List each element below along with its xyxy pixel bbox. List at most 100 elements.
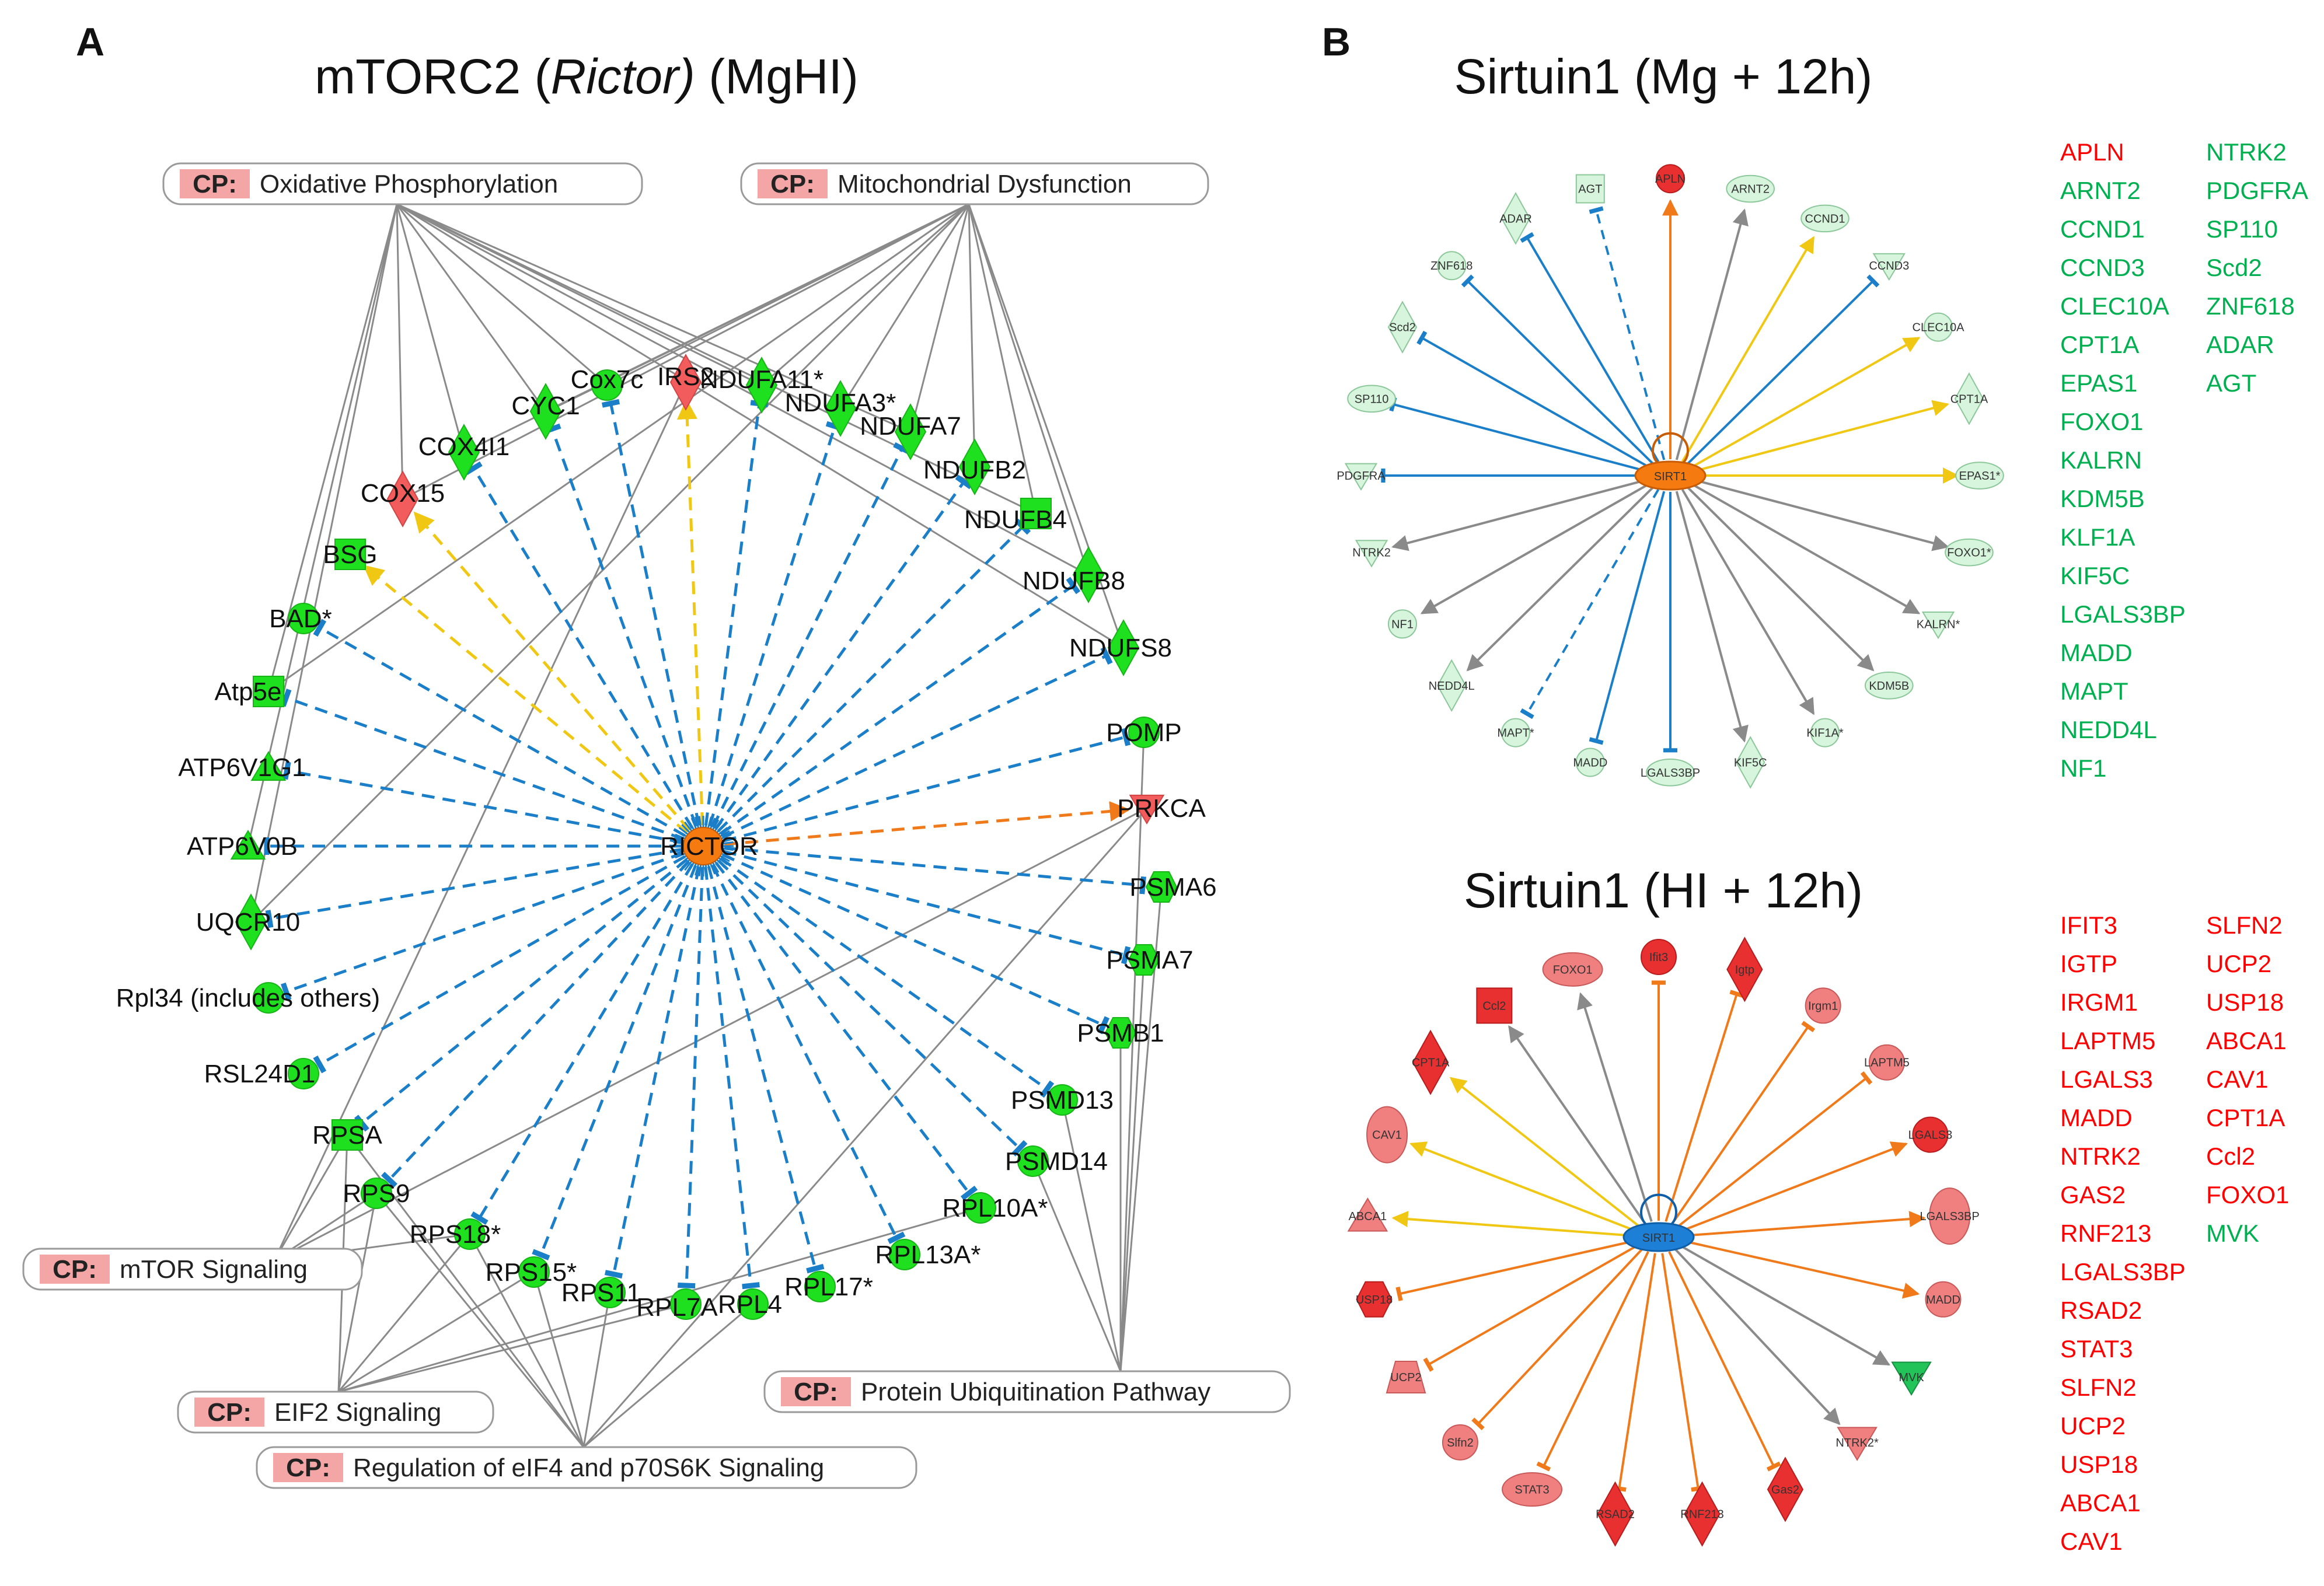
hi-edge-madd xyxy=(1681,1239,1920,1299)
edge-rictor-atp5e xyxy=(280,689,704,848)
gene-list-item: NEDD4L xyxy=(2060,716,2157,743)
pathway-box-oxphos[interactable]: CP:Oxidative Phosphorylation xyxy=(162,162,643,205)
pathway-link-oxphos-ndufs8 xyxy=(396,203,1124,649)
node-ndufa3 xyxy=(824,380,857,437)
pathway-link-eif2-rps9 xyxy=(337,1193,378,1392)
mg-edge-cpt1a xyxy=(1693,400,1949,473)
node-label-cox15: COX15 xyxy=(361,479,445,508)
hub-rictor-label: RICTOR xyxy=(660,832,758,861)
hi-node-label-ntrk2: NTRK2* xyxy=(1836,1437,1879,1449)
mg-hub-shape xyxy=(1634,460,1707,491)
hi-node-label-abca1: ABCA1 xyxy=(1349,1210,1387,1223)
pathway-link-mito-ndufa11 xyxy=(761,203,969,386)
gene-list-item: SP110 xyxy=(2206,215,2278,243)
node-label-atp6v1g1: ATP6V1G1 xyxy=(178,753,306,782)
mg-node-label-ccnd1: CCND1 xyxy=(1805,212,1845,225)
hi-node-usp18 xyxy=(1356,1281,1393,1318)
hi-node-stat3 xyxy=(1502,1472,1563,1507)
node-prkca xyxy=(1129,794,1165,825)
node-rpl13a xyxy=(889,1239,920,1270)
node-label-atp5e: Atp5e xyxy=(215,677,282,706)
node-rps11 xyxy=(594,1277,626,1308)
node-label-cox4i1: COX4I1 xyxy=(418,432,510,461)
gene-list-item: Ccl2 xyxy=(2206,1143,2255,1170)
mg-node-label-arnt2: ARNT2 xyxy=(1731,183,1770,196)
panel-a-pathway-boxes: CP:Oxidative Phosphorylation CP:Mitochond… xyxy=(22,162,1291,1489)
hi-hub-label: SIRT1 xyxy=(1642,1232,1675,1245)
pathway-tag-bg xyxy=(180,169,250,198)
mg-node-kdm5b xyxy=(1864,671,1914,700)
node-cox7c xyxy=(591,369,623,401)
node-label-bad: BAD* xyxy=(269,605,332,633)
node-psmd13 xyxy=(1046,1084,1078,1116)
pathway-link-mito-ndufb4 xyxy=(968,204,1037,514)
pathway-link-oxphos-ndufb4 xyxy=(396,203,1037,515)
mg-node-epas1 xyxy=(1955,462,2004,490)
pathway-label: Oxidative Phosphorylation xyxy=(260,170,558,198)
pathway-box-mtor[interactable]: CP:mTOR Signaling xyxy=(22,1248,363,1291)
gene-list-item: IFIT3 xyxy=(2060,911,2117,939)
mg-node-label-mapt: MAPT* xyxy=(1497,727,1534,740)
pathway-box-eif2[interactable]: CP:EIF2 Signaling xyxy=(177,1391,494,1434)
hub-rictor: RICTOR xyxy=(660,816,758,876)
pathway-link-eif4-rps18 xyxy=(469,1234,585,1448)
edge-rictor-cox7c xyxy=(601,399,705,847)
pathway-label: Protein Ubiquitination Pathway xyxy=(861,1378,1210,1406)
node-label-rps9: RPS9 xyxy=(343,1179,410,1208)
gene-list-item: PDGFRA xyxy=(2206,177,2308,204)
node-cox4i1 xyxy=(448,424,480,481)
edge-rictor-rpl10a xyxy=(702,845,978,1201)
pathway-link-mtor-irs2 xyxy=(273,382,687,1261)
mg-node-kalrn xyxy=(1921,612,1955,640)
mg-edge-kdm5b xyxy=(1686,485,1875,672)
edge-rictor-atp6v1g1 xyxy=(282,761,704,848)
pathway-link-eif2-rpl10a xyxy=(338,1207,981,1393)
gene-list-item: SLFN2 xyxy=(2060,1374,2137,1401)
pathway-box-mito[interactable]: CP:Mitochondrial Dysfunction xyxy=(740,162,1209,205)
mg-edge-ntrk2 xyxy=(1391,478,1648,551)
pathway-box-eif4[interactable]: CP:Regulation of eIF4 and p70S6K Signali… xyxy=(256,1446,917,1489)
panel-a-letter: A xyxy=(76,20,104,64)
hi-node-label-stat3: STAT3 xyxy=(1515,1483,1549,1496)
pathway-box-ubq[interactable]: CP:Protein Ubiquitination Pathway xyxy=(763,1370,1291,1413)
mg-node-ccnd1 xyxy=(1800,204,1850,233)
mg-edge-ccnd3 xyxy=(1686,274,1880,466)
hi-node-label-lgals3bp: LGALS3BP xyxy=(1920,1210,1979,1223)
mg-edge-agt xyxy=(1589,206,1666,460)
hi-node-laptm5 xyxy=(1868,1044,1905,1081)
node-psmb1 xyxy=(1104,1017,1137,1049)
edge-rictor-bsg xyxy=(362,565,704,847)
pathway-link-oxphos-cyc1 xyxy=(396,204,547,412)
hi-node-label-foxo1: FOXO1 xyxy=(1553,963,1593,976)
hi-node-label-ifit3: Ifit3 xyxy=(1649,951,1668,964)
gene-list-item: NTRK2 xyxy=(2060,1143,2141,1170)
hi-hub-shape xyxy=(1622,1222,1695,1252)
mg-node-znf618 xyxy=(1437,251,1467,281)
node-label-prkca: PRKCA xyxy=(1117,794,1206,823)
pathway-link-mito-ndufb8 xyxy=(968,204,1090,575)
mg-edge-scd2 xyxy=(1416,330,1651,469)
node-label-ndufa11: NDUFA11* xyxy=(700,365,823,394)
hi-edge-mvk xyxy=(1678,1243,1890,1366)
gene-list-item: MVK xyxy=(2206,1220,2259,1247)
hi-edge-ccl2 xyxy=(1508,1025,1646,1225)
node-psma6 xyxy=(1145,871,1178,903)
edge-rictor-ndufa11 xyxy=(702,400,769,847)
mg-node-label-nedd4l: NEDD4L xyxy=(1429,680,1475,693)
hi-node-label-usp18: USP18 xyxy=(1356,1294,1393,1306)
hi-edge-igtp xyxy=(1665,990,1744,1222)
node-label-rpl34-includes-others: Rpl34 (includes others) xyxy=(116,984,380,1012)
mg-node-label-clec10a: CLEC10A xyxy=(1913,322,1965,334)
pathway-link-ubq-psmd14 xyxy=(1032,1161,1122,1372)
node-ndufb2 xyxy=(958,438,991,495)
mg-node-label-foxo1: FOXO1* xyxy=(1947,547,1991,560)
node-label-ndufb4: NDUFB4 xyxy=(964,505,1067,534)
hi-node-label-gas2: Gas2 xyxy=(1771,1483,1799,1496)
hi-edge-foxo1 xyxy=(1577,992,1653,1222)
gene-list-item: CAV1 xyxy=(2060,1528,2123,1555)
mg-node-agt xyxy=(1575,174,1605,204)
node-label-rpsa: RPSA xyxy=(312,1121,382,1150)
hi-node-label-cav1: CAV1 xyxy=(1372,1129,1402,1142)
